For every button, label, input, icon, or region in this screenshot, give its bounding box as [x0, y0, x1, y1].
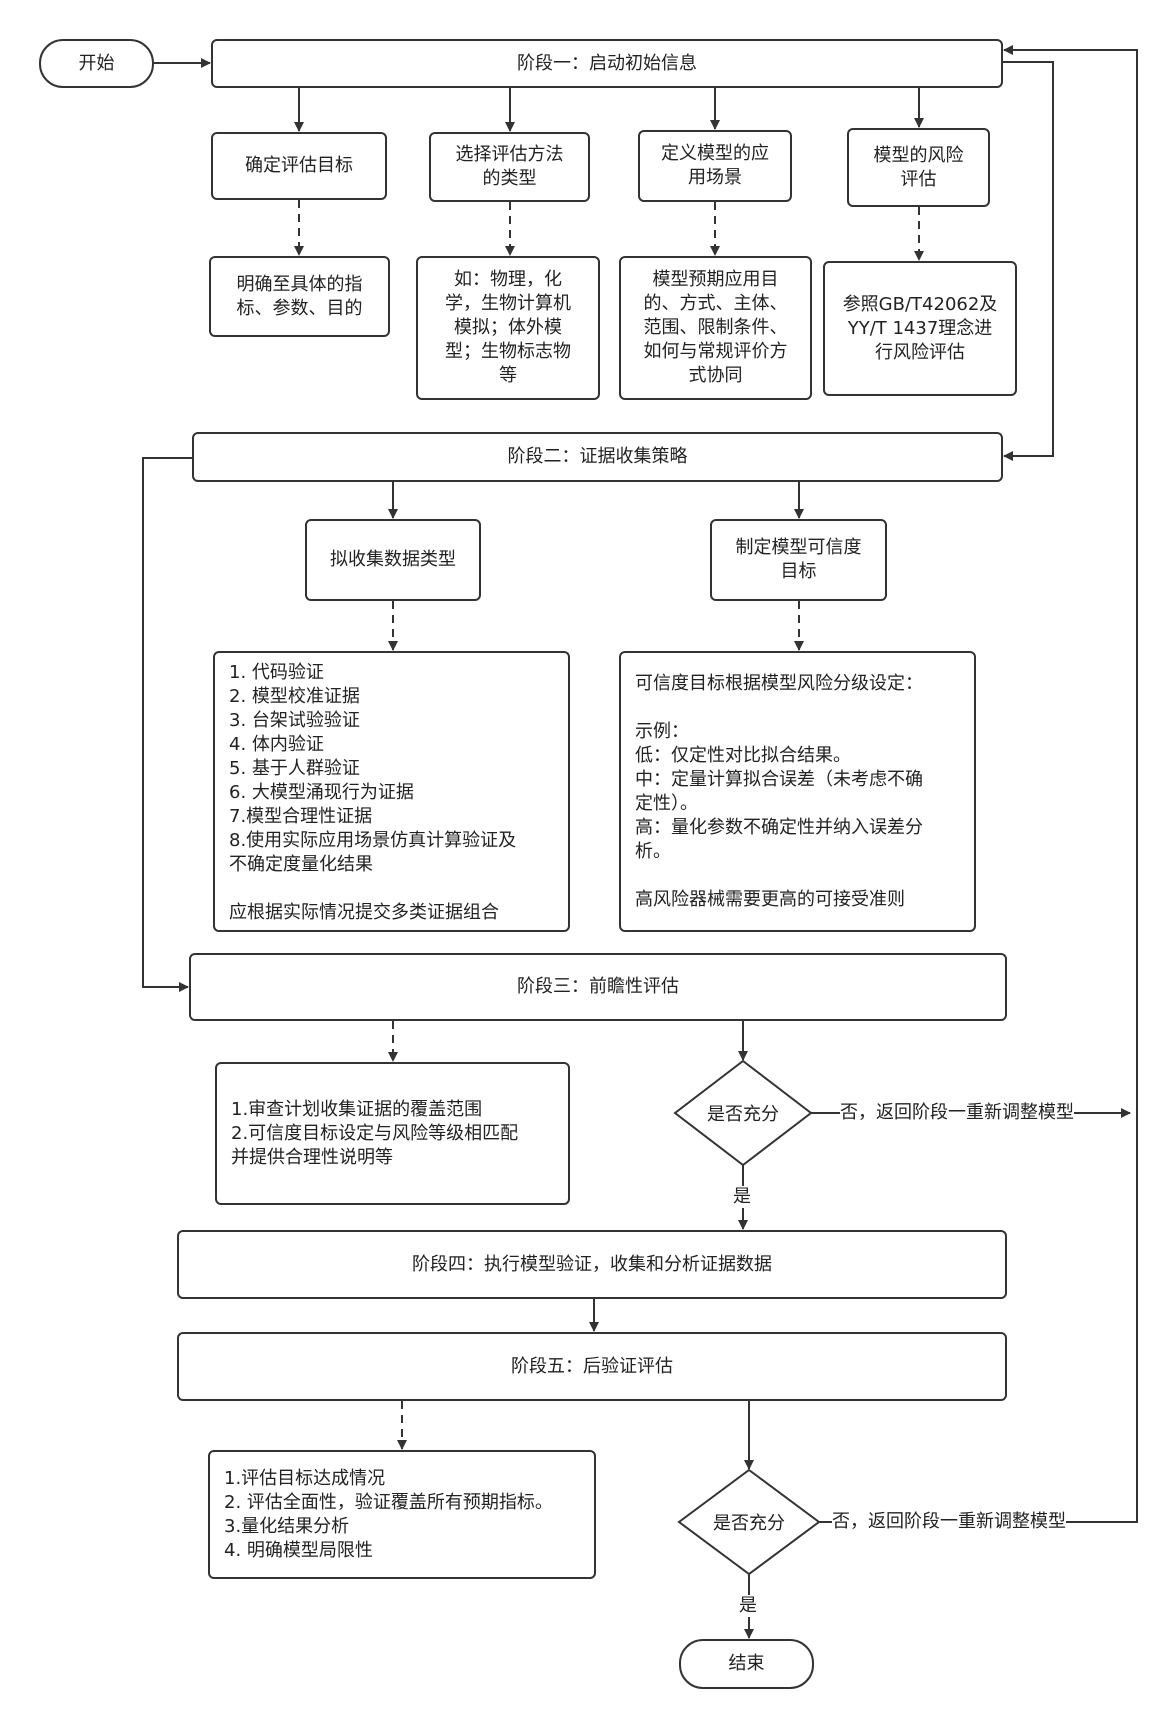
- stage1-item: 定义模型的应 用场景: [638, 130, 792, 202]
- stage5-box: 阶段五：后验证评估: [177, 1332, 1007, 1401]
- decision-label: 是否充分: [713, 1513, 785, 1534]
- stage1-detail: 明确至具体的指 标、参数、目的: [209, 256, 390, 337]
- decision-diamond: [677, 1468, 821, 1576]
- arrow-stage2-to-stage3: [142, 457, 192, 992]
- yes-label: 是: [739, 1595, 757, 1617]
- stage1-detail: 如：物理，化 学，生物计算机 模拟；体外模 型；生物标志物 等: [416, 256, 600, 400]
- stage4-box: 阶段四：执行模型验证，收集和分析证据数据: [177, 1230, 1007, 1299]
- credibility-detail: 可信度目标根据模型风险分级设定： 示例： 低：仅定性对比拟合结果。 中：定量计算…: [619, 651, 976, 932]
- data-types-detail: 1. 代码验证 2. 模型校准证据 3. 台架试验验证 4. 体内验证 5. 基…: [213, 651, 570, 932]
- stage1-box: 阶段一：启动初始信息: [211, 39, 1003, 88]
- yes-label: 是: [733, 1186, 751, 1208]
- no-label: 否，返回阶段一重新调整模型: [832, 1511, 1066, 1533]
- stage2-box: 阶段二：证据收集策略: [192, 432, 1003, 482]
- end-node: 结束: [679, 1639, 814, 1689]
- start-node: 开始: [39, 39, 154, 88]
- stage5-detail: 1.评估目标达成情况 2. 评估全面性，验证覆盖所有预期指标。 3.量化结果分析…: [208, 1450, 596, 1579]
- stage1-item: 选择评估方法 的类型: [429, 132, 590, 202]
- stage3-detail: 1.审查计划收集证据的覆盖范围 2.可信度目标设定与风险等级相匹配 并提供合理性…: [215, 1062, 570, 1205]
- stage1-detail: 参照GB/T42062及 YY/T 1437理念进 行风险评估: [823, 261, 1017, 396]
- stage1-detail: 模型预期应用目 的、方式、主体、 范围、限制条件、 如何与常规评价方 式协同: [619, 256, 812, 400]
- credibility-target-box: 制定模型可信度 目标: [710, 519, 887, 601]
- decision-label: 是否充分: [707, 1104, 779, 1125]
- no-label: 否，返回阶段一重新调整模型: [840, 1102, 1074, 1124]
- data-types-box: 拟收集数据类型: [305, 519, 481, 601]
- stage1-item: 确定评估目标: [211, 132, 387, 200]
- decision-diamond: [673, 1059, 813, 1167]
- arrow-stage1-to-stage2: [1003, 61, 1054, 461]
- stage3-box: 阶段三：前瞻性评估: [189, 953, 1007, 1021]
- stage1-item: 模型的风险 评估: [847, 128, 990, 207]
